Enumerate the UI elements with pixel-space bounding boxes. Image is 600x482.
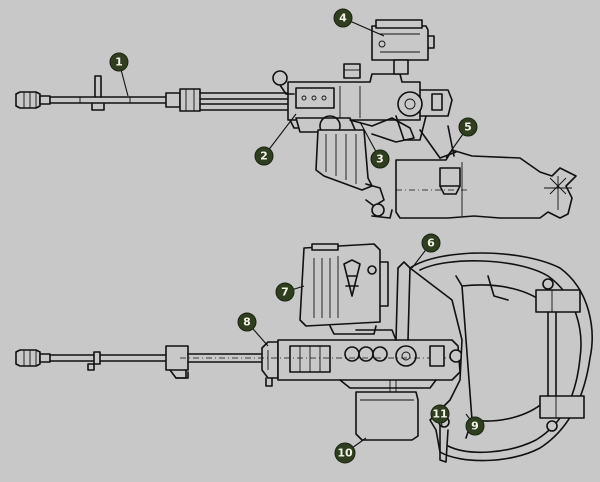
callout-label-7: 7 xyxy=(281,286,289,299)
callout-label-6: 6 xyxy=(427,237,435,250)
side-muzzle-brake xyxy=(15,91,51,109)
callout-label-5: 5 xyxy=(464,121,472,134)
callout-marker-7 xyxy=(275,282,295,302)
top-barrel xyxy=(49,345,189,379)
callout-marker-4 xyxy=(333,8,353,28)
callout-marker-6 xyxy=(421,233,441,253)
callout-label-1: 1 xyxy=(115,56,123,69)
callout-label-11: 11 xyxy=(432,408,447,421)
side-view xyxy=(15,19,577,219)
top-ammo-box-left xyxy=(299,243,389,335)
callout-label-10: 10 xyxy=(337,447,353,460)
callout-marker-2 xyxy=(254,146,274,166)
side-barrel xyxy=(49,75,201,112)
side-gas-tube xyxy=(199,92,291,111)
callout-marker-3 xyxy=(370,149,390,169)
callout-marker-5 xyxy=(458,117,478,137)
top-turret-ring xyxy=(395,252,593,463)
callout-marker-9 xyxy=(465,416,485,436)
top-muzzle-brake xyxy=(15,349,51,367)
side-sight-box xyxy=(371,19,435,75)
top-bracket xyxy=(261,341,279,387)
callout-marker-1 xyxy=(109,52,129,72)
top-receiver xyxy=(180,329,590,389)
top-view xyxy=(15,243,593,463)
callout-label-8: 8 xyxy=(243,316,251,329)
callout-label-9: 9 xyxy=(471,420,479,433)
callout-label-2: 2 xyxy=(260,150,268,163)
side-receiver xyxy=(272,63,453,129)
top-gas-tube xyxy=(187,353,263,363)
callout-marker-10 xyxy=(334,442,356,464)
callout-label-3: 3 xyxy=(376,153,384,166)
top-ammo-box-lower xyxy=(355,380,419,441)
callout-marker-11 xyxy=(430,404,450,424)
side-ammo-box xyxy=(315,129,393,219)
side-turret-ring xyxy=(395,125,577,219)
callouts: 1 2 3 4 5 6 7 8 9 10 xyxy=(109,8,485,464)
callout-label-4: 4 xyxy=(339,12,347,25)
callout-marker-8 xyxy=(237,312,257,332)
